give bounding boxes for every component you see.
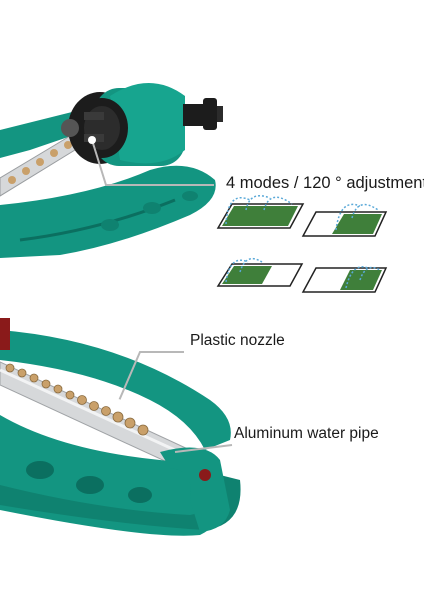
motor-housing-photo <box>0 83 388 293</box>
mode-diagram-narrow <box>301 266 388 293</box>
mode-diagram-right <box>301 203 388 237</box>
modes-callout-line <box>91 139 214 186</box>
mode-diagram-left <box>216 257 304 287</box>
frame-rail-back <box>0 330 231 450</box>
red-end-plug <box>199 469 211 481</box>
modes-label: 4 modes / 120 ° adjustment <box>226 174 424 192</box>
plastic-nozzles <box>5 363 149 436</box>
nozzle-callout-line <box>117 351 184 404</box>
frame-pipe-photo <box>0 318 241 536</box>
hose-connector <box>183 104 203 126</box>
pipe-callout-line <box>174 444 233 453</box>
mode-diagram-full <box>216 195 305 229</box>
nozzle-label: Plastic nozzle <box>190 332 285 349</box>
pipe-label: Aluminum water pipe <box>234 425 379 442</box>
frame-base <box>0 165 216 258</box>
